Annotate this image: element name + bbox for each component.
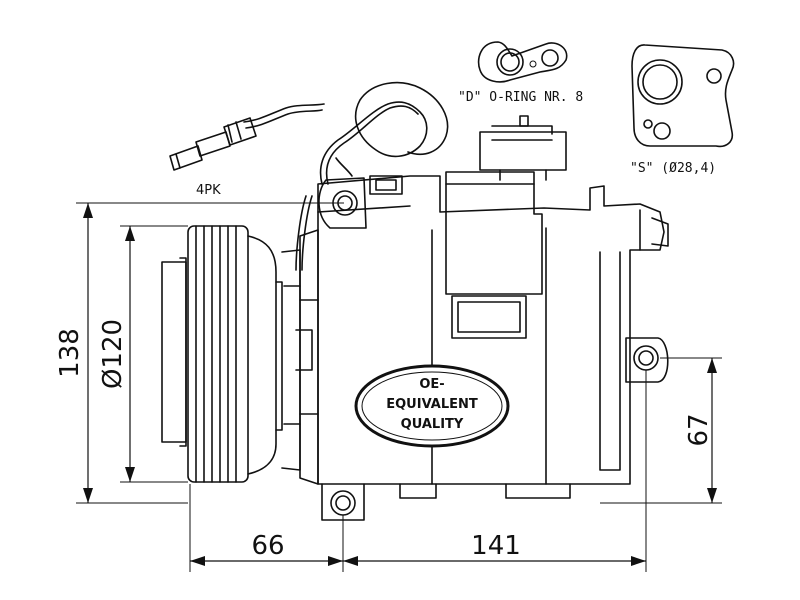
dimension-pulley-offset-label: 66 <box>251 531 284 561</box>
dimension-mount-height <box>600 357 722 504</box>
badge-line-1: OE- <box>419 377 444 392</box>
dimension-pulley-diameter <box>120 225 188 483</box>
wire-connector <box>169 117 257 171</box>
s-oring-detail <box>631 44 735 148</box>
badge-line-3: QUALITY <box>401 417 464 432</box>
dimension-height-label: 138 <box>55 328 85 378</box>
belt-label: 4PK <box>196 183 221 198</box>
dimension-pulley-diameter-label: Ø120 <box>98 319 128 389</box>
dimension-height <box>76 202 344 504</box>
sensor-wire <box>243 81 449 185</box>
s-oring-label: "S" (Ø28,4) <box>630 161 716 176</box>
dimension-mount-height-label: 67 <box>684 413 714 446</box>
badge-line-2: EQUIVALENT <box>386 397 478 412</box>
d-oring-detail <box>477 41 568 83</box>
oe-quality-badge: OE- EQUIVALENT QUALITY <box>354 364 510 448</box>
pulley <box>161 225 283 483</box>
d-oring-label: "D" O-RING NR. 8 <box>458 90 583 105</box>
dimension-body-length-label: 141 <box>471 531 521 561</box>
compressor-body <box>281 115 669 521</box>
dimension-bottom <box>189 370 647 572</box>
